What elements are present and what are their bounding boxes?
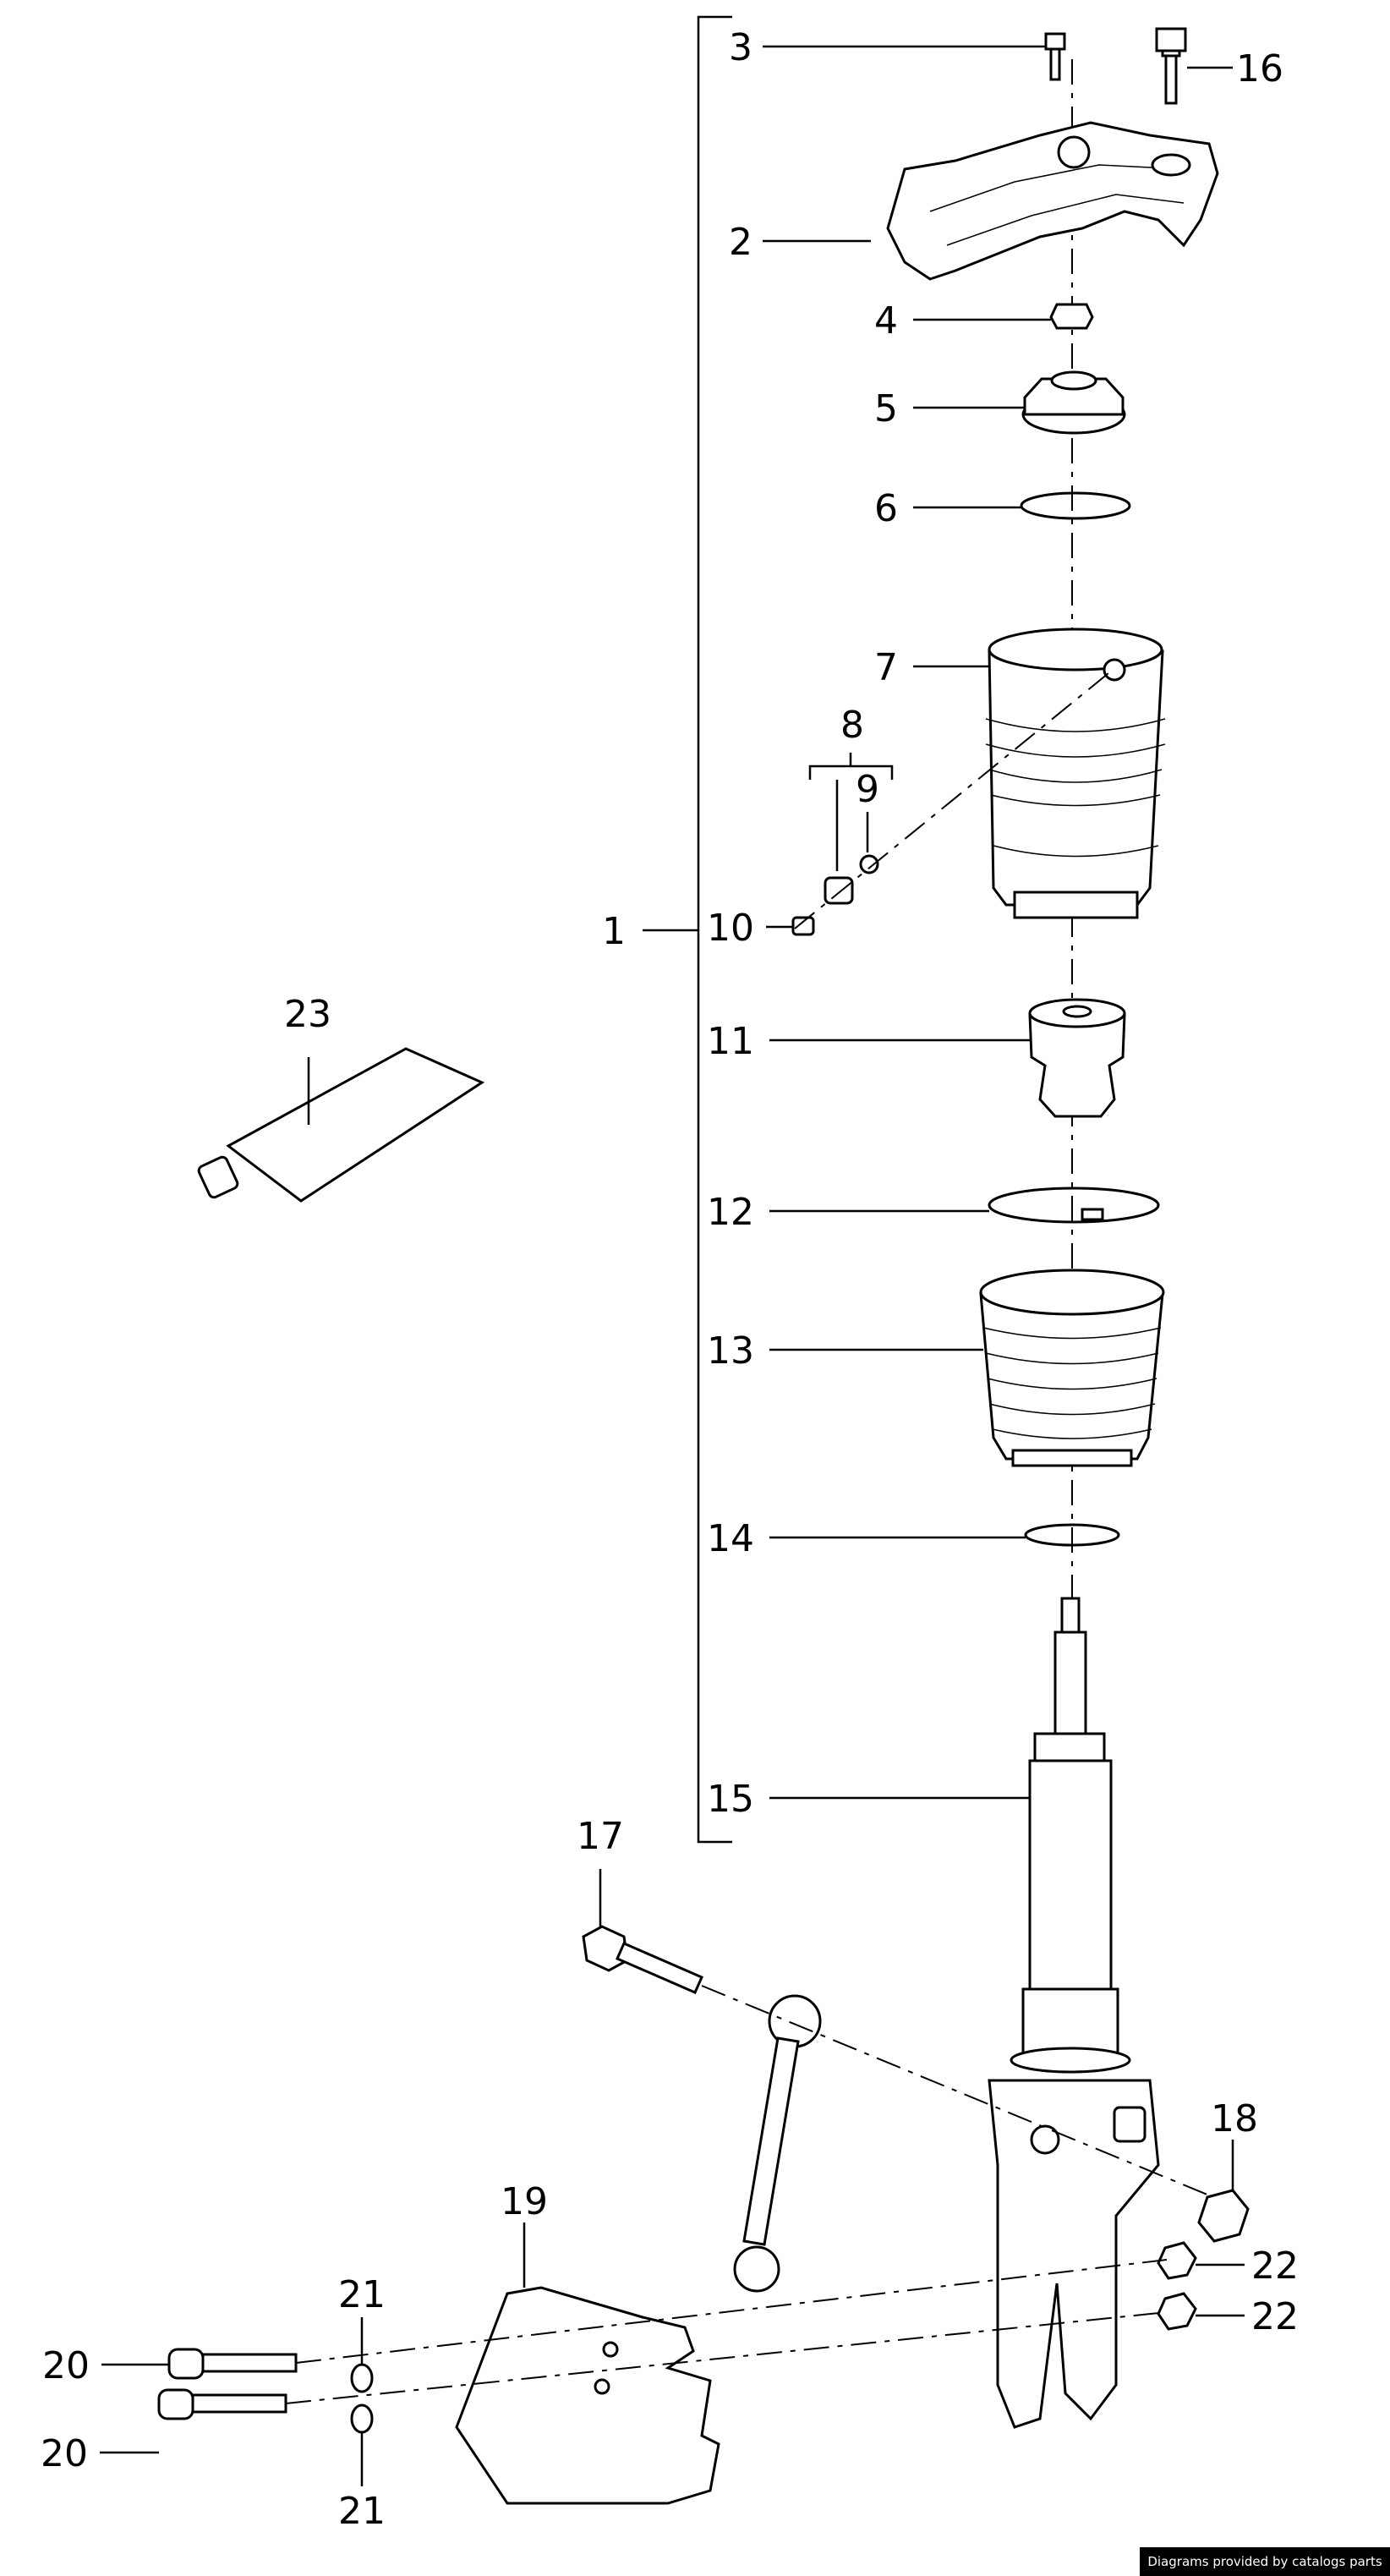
callout-1: 1 bbox=[602, 910, 626, 953]
part-20-bolt-upper bbox=[167, 2348, 298, 2380]
callout-3: 3 bbox=[729, 26, 752, 69]
part-21-washers bbox=[350, 2363, 374, 2434]
part-6-ring bbox=[1020, 491, 1131, 520]
callout-5: 5 bbox=[874, 387, 898, 430]
part-3-bolt bbox=[1044, 32, 1066, 81]
callout-23: 23 bbox=[284, 993, 331, 1036]
callout-22-upper: 22 bbox=[1251, 2244, 1299, 2288]
callout-20-lower: 20 bbox=[41, 2432, 88, 2475]
callout-17: 17 bbox=[577, 1815, 624, 1858]
callout-18: 18 bbox=[1211, 2097, 1258, 2140]
part-12-clamp bbox=[988, 1187, 1160, 1224]
part-5-top-mount bbox=[1021, 370, 1126, 435]
callout-19: 19 bbox=[501, 2180, 548, 2223]
part-10-valve bbox=[791, 876, 854, 936]
part-4-nut bbox=[1049, 303, 1094, 330]
part-14-ring bbox=[1024, 1523, 1120, 1547]
part-18-nut bbox=[1197, 2189, 1250, 2243]
lower-axis-upper bbox=[295, 2259, 1168, 2364]
part-20-bolt-lower bbox=[157, 2388, 287, 2420]
diagram-credit: Diagrams provided by catalogs parts bbox=[1140, 2547, 1390, 2576]
callout-11: 11 bbox=[707, 1020, 754, 1063]
callout-labels: 1 2 3 4 5 6 7 8 9 10 11 12 13 14 15 16 1… bbox=[41, 26, 1299, 2533]
callout-7: 7 bbox=[874, 646, 898, 689]
part-17-bolt bbox=[582, 1925, 703, 1994]
part-2-upper-mount bbox=[886, 121, 1219, 281]
callout-9: 9 bbox=[856, 768, 879, 811]
part-23-tube bbox=[197, 1047, 485, 1203]
callout-14: 14 bbox=[707, 1517, 754, 1560]
callout-4: 4 bbox=[874, 299, 898, 343]
part-13-bellows bbox=[979, 1269, 1165, 1467]
callout-10: 10 bbox=[707, 907, 754, 950]
callout-21-lower: 21 bbox=[338, 2490, 386, 2533]
callout-20-upper: 20 bbox=[42, 2344, 90, 2387]
part-8-bracket bbox=[808, 753, 894, 871]
callout-12: 12 bbox=[707, 1191, 754, 1234]
part-11-bump-stop bbox=[1028, 998, 1126, 1118]
part-9-o-ring bbox=[859, 854, 879, 874]
part-22-nuts bbox=[1157, 2241, 1197, 2331]
part-15-shock-absorber bbox=[988, 1597, 1160, 2429]
part-19-shield bbox=[455, 2286, 720, 2505]
callout-6: 6 bbox=[874, 487, 898, 530]
leader-lines bbox=[100, 45, 1245, 2486]
part-16-bolt bbox=[1155, 27, 1187, 105]
callout-2: 2 bbox=[729, 221, 752, 264]
callout-22-lower: 22 bbox=[1251, 2295, 1299, 2338]
callout-15: 15 bbox=[707, 1778, 754, 1821]
callout-21-upper: 21 bbox=[338, 2273, 386, 2316]
coupling-link bbox=[733, 1994, 822, 2293]
callout-16: 16 bbox=[1236, 47, 1283, 90]
part-7-air-spring bbox=[985, 628, 1166, 919]
lower-axis-lower bbox=[285, 2311, 1168, 2404]
callout-8: 8 bbox=[840, 704, 864, 747]
callout-13: 13 bbox=[707, 1329, 754, 1373]
assembly-bracket bbox=[643, 15, 732, 1844]
valve-axis bbox=[794, 669, 1114, 929]
